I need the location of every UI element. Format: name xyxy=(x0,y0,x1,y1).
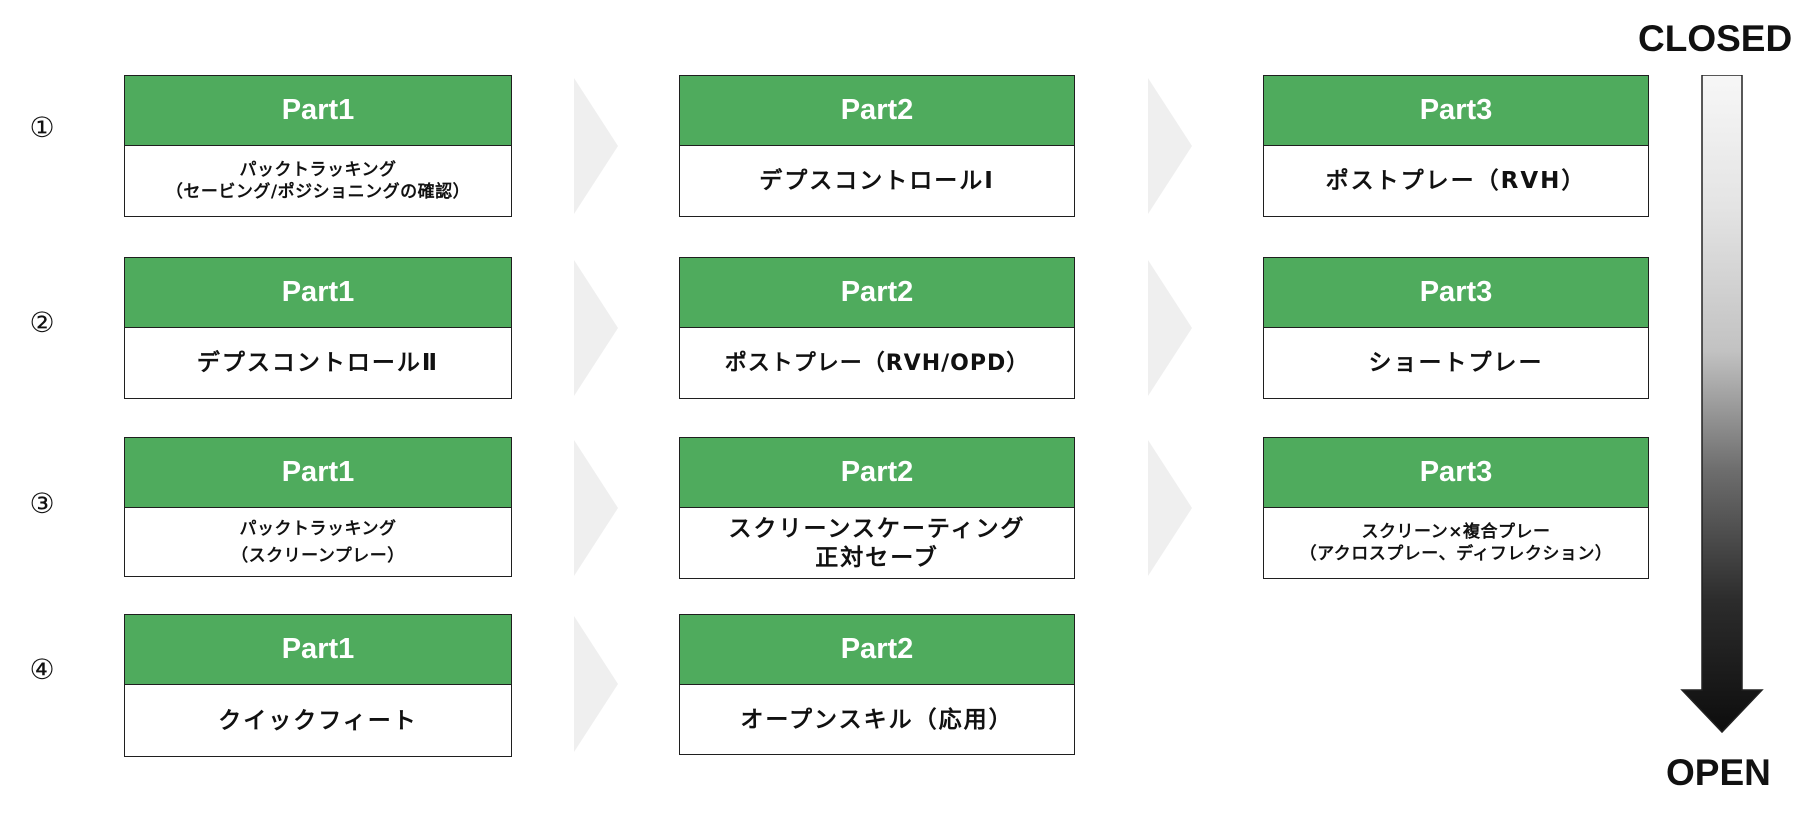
row2-part1-line1: デプスコントロールⅡ xyxy=(196,350,440,377)
row3-part1-card: Part1 パックトラッキング （スクリーンプレー） xyxy=(124,437,512,577)
row3-part2-body: スクリーンスケーティング 正対セーブ xyxy=(680,509,1074,578)
row1-part3-header: Part3 xyxy=(1264,76,1648,146)
row3-part1-line1: パックトラッキング xyxy=(239,519,397,540)
scale-open-label: OPEN xyxy=(1666,752,1771,793)
scale-down-arrow-icon xyxy=(1680,74,1764,735)
row2-part2-header: Part2 xyxy=(680,258,1074,328)
row-label-1: ① xyxy=(29,111,55,144)
row-label-4: ④ xyxy=(29,653,55,686)
row1-part1-line2: （セービング/ポジショニングの確認） xyxy=(165,181,471,202)
row1-part1-line1: パックトラッキング xyxy=(239,160,397,181)
row2-part3-header: Part3 xyxy=(1264,258,1648,328)
row3-part3-line1: スクリーン×複合プレー xyxy=(1361,522,1551,543)
row2-part1-header: Part1 xyxy=(125,258,511,328)
row1-part1-card: Part1 パックトラッキング （セービング/ポジショニングの確認） xyxy=(124,75,512,217)
row1-part3-card: Part3 ポストプレー（RVH） xyxy=(1263,75,1649,217)
row1-part1-header: Part1 xyxy=(125,76,511,146)
row2-part2-card: Part2 ポストプレー（RVH/OPD） xyxy=(679,257,1075,399)
chevron-right-icon xyxy=(574,440,618,576)
row4-part2-card: Part2 オープンスキル（応用） xyxy=(679,614,1075,755)
chevron-right-icon xyxy=(1148,440,1192,576)
row2-part3-card: Part3 ショートプレー xyxy=(1263,257,1649,399)
chevron-right-icon xyxy=(574,260,618,396)
row1-part2-card: Part2 デプスコントロールⅠ xyxy=(679,75,1075,217)
row1-part2-header: Part2 xyxy=(680,76,1074,146)
row2-part2-line1: ポストプレー（RVH/OPD） xyxy=(724,350,1030,376)
row2-part2-body: ポストプレー（RVH/OPD） xyxy=(680,329,1074,398)
row1-part1-body: パックトラッキング （セービング/ポジショニングの確認） xyxy=(125,147,511,216)
row4-part1-header: Part1 xyxy=(125,615,511,685)
row2-part3-body: ショートプレー xyxy=(1264,329,1648,398)
row4-part2-header: Part2 xyxy=(680,615,1074,685)
row4-part2-line1: オープンスキル（応用） xyxy=(740,706,1014,733)
row3-part1-header: Part1 xyxy=(125,438,511,508)
row2-part1-card: Part1 デプスコントロールⅡ xyxy=(124,257,512,399)
chevron-right-icon xyxy=(574,78,618,214)
row3-part1-body: パックトラッキング （スクリーンプレー） xyxy=(125,509,511,576)
row3-part3-header: Part3 xyxy=(1264,438,1648,508)
row4-part1-line1: クイックフィート xyxy=(218,707,418,734)
row2-part1-body: デプスコントロールⅡ xyxy=(125,329,511,398)
row-label-3: ③ xyxy=(29,487,55,520)
row4-part1-card: Part1 クイックフィート xyxy=(124,614,512,757)
row1-part3-body: ポストプレー（RVH） xyxy=(1264,147,1648,216)
row3-part3-body: スクリーン×複合プレー （アクロスプレー、ディフレクション） xyxy=(1264,509,1648,578)
row4-part1-body: クイックフィート xyxy=(125,686,511,756)
scale-closed-label: CLOSED xyxy=(1638,18,1793,59)
row1-part2-body: デプスコントロールⅠ xyxy=(680,147,1074,216)
row1-part2-line1: デプスコントロールⅠ xyxy=(759,168,995,195)
row3-part3-card: Part3 スクリーン×複合プレー （アクロスプレー、ディフレクション） xyxy=(1263,437,1649,579)
chevron-right-icon xyxy=(574,616,618,752)
row2-part3-line1: ショートプレー xyxy=(1368,350,1544,377)
row3-part3-line2: （アクロスプレー、ディフレクション） xyxy=(1299,543,1613,564)
chevron-right-icon xyxy=(1148,78,1192,214)
row3-part2-line2: 正対セーブ xyxy=(815,544,939,571)
row3-part2-line1: スクリーンスケーティング xyxy=(728,515,1026,542)
chevron-right-icon xyxy=(1148,260,1192,396)
row1-part3-line1: ポストプレー（RVH） xyxy=(1325,168,1587,195)
row3-part2-header: Part2 xyxy=(680,438,1074,508)
row4-part2-body: オープンスキル（応用） xyxy=(680,686,1074,754)
row-label-2: ② xyxy=(29,306,55,339)
row3-part2-card: Part2 スクリーンスケーティング 正対セーブ xyxy=(679,437,1075,579)
row3-part1-line2: （スクリーンプレー） xyxy=(231,545,405,566)
